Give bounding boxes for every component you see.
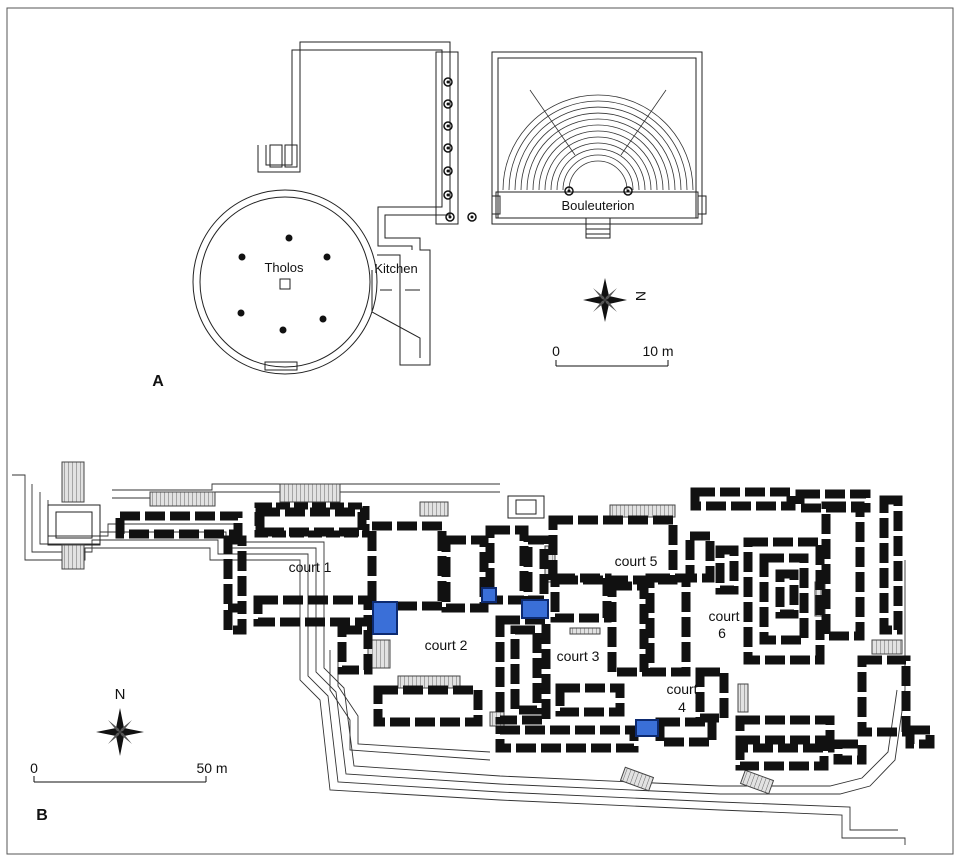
gatehouse xyxy=(507,495,545,519)
kitchen xyxy=(371,270,421,358)
enclosure-wall xyxy=(257,41,451,366)
panel-b: court 1 court 2 court 3 court 4 court 5 … xyxy=(12,461,935,845)
court-3-label: court 3 xyxy=(557,648,600,664)
scale-bar-a xyxy=(555,360,669,367)
compass-rose-icon xyxy=(96,708,144,756)
court-6-label-line1: court xyxy=(708,608,739,624)
scale-end-a: 10 m xyxy=(642,343,673,359)
scale-end-b: 50 m xyxy=(196,760,227,776)
temple-structure xyxy=(47,461,101,570)
kitchen-label: Kitchen xyxy=(374,261,417,276)
figure-frame xyxy=(6,7,954,855)
scale-start-b: 0 xyxy=(30,760,38,776)
panel-label-a: A xyxy=(152,373,164,390)
court-4-label-line2: 4 xyxy=(678,699,686,715)
stoa-colonnade xyxy=(435,51,459,225)
tholos xyxy=(192,189,378,375)
stoa-columns xyxy=(443,77,477,222)
north-label-a: N xyxy=(633,291,649,301)
court-6-label-line2: 6 xyxy=(718,625,726,641)
bouleuterion-label: Bouleuterion xyxy=(562,198,635,213)
highlighted-rooms xyxy=(372,587,659,737)
bouleuterion-seating xyxy=(502,89,694,191)
scale-start-a: 0 xyxy=(552,343,560,359)
tholos-label: Tholos xyxy=(264,260,304,275)
north-label-b: N xyxy=(115,686,126,703)
panel-a: Tholos Kitchen xyxy=(152,41,707,390)
building-walls xyxy=(115,487,935,771)
court-1-label: court 1 xyxy=(289,559,332,575)
court-4-label-line1: court xyxy=(666,681,697,697)
scale-bar-b xyxy=(33,776,207,783)
panel-label-b: B xyxy=(36,807,48,824)
court-2-label: court 2 xyxy=(425,637,468,653)
compass-rose-icon xyxy=(583,278,627,322)
court-5-label: court 5 xyxy=(615,553,658,569)
